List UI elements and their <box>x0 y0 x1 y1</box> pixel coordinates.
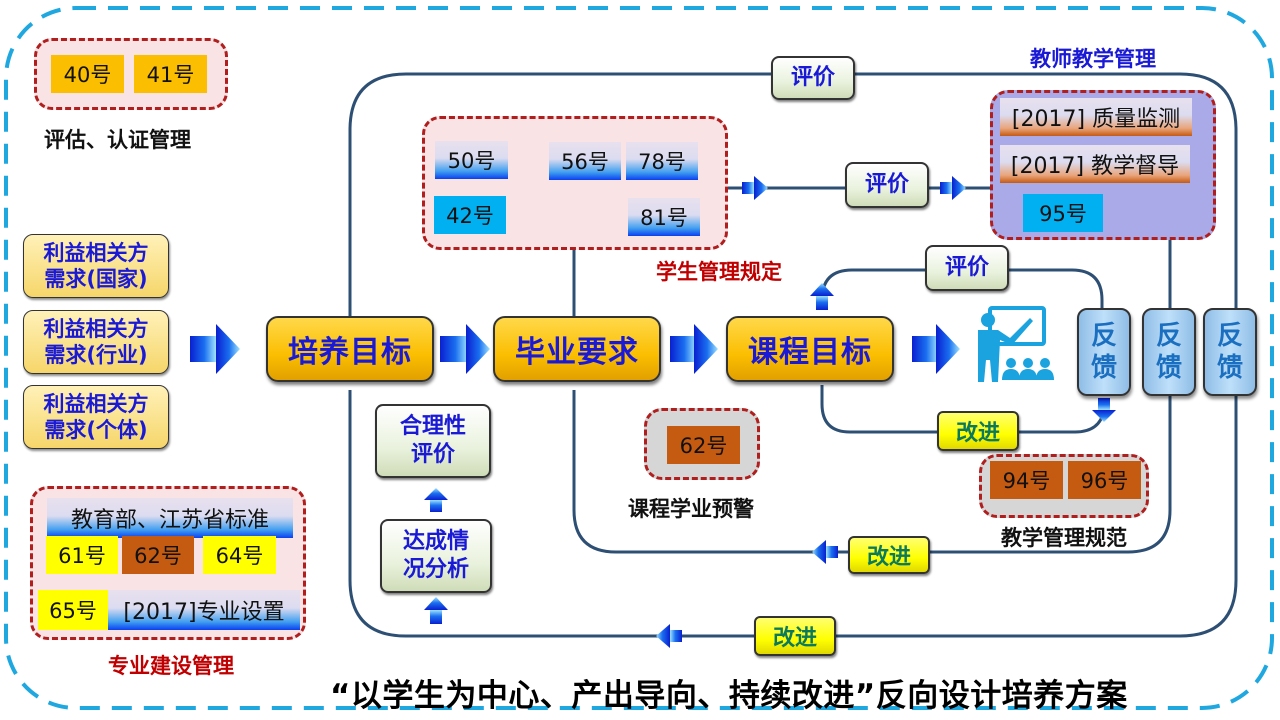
policy-tag: 95号 <box>1023 194 1103 232</box>
stakeholder-industry: 利益相关方需求(行业) <box>23 310 169 374</box>
major-construction-caption: 专业建设管理 <box>108 654 234 678</box>
training-goal-node: 培养目标 <box>266 316 434 382</box>
policy-tag: 40号 <box>51 55 124 93</box>
course-goal-node: 课程目标 <box>726 316 894 382</box>
policy-tag: 62号 <box>122 536 194 574</box>
inner-loop-line <box>820 268 1104 310</box>
policy-tag: 96号 <box>1068 461 1141 499</box>
improve-box-outer: 改进 <box>754 616 836 656</box>
policy-tag: 81号 <box>628 198 700 236</box>
assessment-caption: 评估、认证管理 <box>44 128 191 152</box>
evaluate-box-inner: 评价 <box>925 245 1009 291</box>
policy-tag: 62号 <box>667 426 740 464</box>
big-arrow-stakeholders <box>190 324 240 374</box>
course-warning-caption: 课程学业预警 <box>628 497 754 521</box>
evaluate-box-middle: 评价 <box>845 162 929 208</box>
stakeholder-national: 利益相关方需求(国家) <box>23 234 169 298</box>
policy-tag: 94号 <box>990 461 1063 499</box>
presentation-teacher-icon <box>978 306 1054 382</box>
policy-tag: 65号 <box>38 590 108 630</box>
policy-tag: 56号 <box>549 142 621 180</box>
evaluate-box-outer: 评价 <box>771 56 855 100</box>
arrow-up-rationality <box>424 488 448 512</box>
major-setting-tag: [2017]专业设置 <box>108 590 300 630</box>
big-arrow-3 <box>912 324 960 374</box>
arrow-right-top-2 <box>940 176 966 200</box>
quality-monitor-tag: [2017] 质量监测 <box>1000 98 1192 136</box>
arrow-left-middle <box>812 540 838 564</box>
policy-tag: 42号 <box>434 196 506 234</box>
improve-box-middle: 改进 <box>848 536 930 574</box>
arrow-down-feedback <box>1092 398 1116 422</box>
outer-dashed-frame <box>4 6 1274 710</box>
graduation-requirement-node: 毕业要求 <box>493 316 661 382</box>
big-arrow-1 <box>440 324 490 374</box>
arrow-right-top-1 <box>742 176 768 200</box>
policy-tag: 50号 <box>435 141 508 179</box>
feedback-box-inner: 反馈 <box>1077 308 1131 396</box>
student-management-caption: 学生管理规定 <box>656 260 782 284</box>
big-arrow-2 <box>670 324 718 374</box>
improve-box-inner: 改进 <box>937 411 1019 451</box>
policy-tag: 64号 <box>203 536 276 574</box>
arrow-up-course <box>810 283 834 310</box>
inner-loop-bottom-line <box>820 385 1106 434</box>
arrow-left-outer <box>656 624 682 648</box>
teaching-norms-caption: 教学管理规范 <box>1001 526 1127 550</box>
stakeholder-individual: 利益相关方需求(个体) <box>23 385 169 449</box>
policy-tag: 41号 <box>134 55 207 93</box>
diagram-title: “以学生为中心、产出导向、持续改进”反向设计培养方案 <box>330 678 1128 714</box>
rationality-evaluation-box: 合理性评价 <box>375 404 491 478</box>
policy-tag: 78号 <box>626 142 698 180</box>
standard-tag: 教育部、江苏省标准 <box>47 498 293 538</box>
policy-tag: 61号 <box>46 536 118 574</box>
achievement-analysis-box: 达成情况分析 <box>380 519 492 593</box>
teacher-management-caption: 教师教学管理 <box>1030 47 1156 71</box>
teaching-supervision-tag: [2017] 教学督导 <box>1000 145 1190 183</box>
arrow-up-achievement <box>424 597 448 624</box>
feedback-box-middle: 反馈 <box>1142 308 1196 396</box>
feedback-box-outer: 反馈 <box>1203 308 1257 396</box>
